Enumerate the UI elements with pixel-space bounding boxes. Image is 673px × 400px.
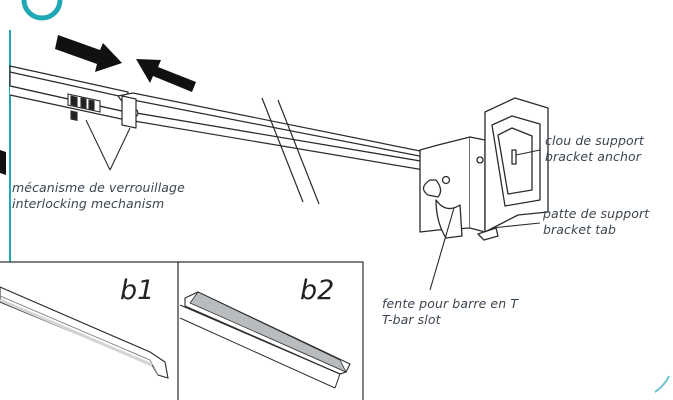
label-slot-en: T-bar slot [382, 312, 441, 327]
label-interlocking-mechanism: mécanisme de verrouillage interlocking m… [12, 180, 185, 212]
label-interlock-fr: mécanisme de verrouillage [12, 180, 185, 195]
leader-lines [85, 119, 541, 291]
interlock-slots [67, 93, 101, 122]
inset-panel-b2 [177, 261, 364, 400]
accent-corner-arc [654, 375, 670, 393]
label-t-bar-slot: fente pour barre en T T-bar slot [382, 296, 518, 328]
inset-panel-b1 [0, 261, 180, 400]
push-arrow-left-icon [136, 59, 196, 92]
bracket [419, 97, 549, 241]
label-slot-fr: fente pour barre en T [382, 296, 519, 311]
break-marks [261, 97, 320, 205]
panel-label-b1: b1 [120, 275, 155, 306]
label-tab-fr: patte de support [543, 206, 650, 221]
push-arrow-right-icon [55, 35, 122, 72]
accent-top-arc [21, 0, 63, 21]
label-anchor-fr: clou de support [545, 133, 644, 148]
label-bracket-tab: patte de support bracket tab [543, 206, 649, 238]
main-rail [9, 65, 129, 121]
label-interlock-en: interlocking mechanism [12, 196, 165, 211]
inner-rail [117, 92, 441, 173]
edge-mark [0, 150, 6, 175]
label-tab-en: bracket tab [543, 222, 617, 237]
label-anchor-en: bracket anchor [545, 149, 641, 164]
label-bracket-anchor: clou de support bracket anchor [545, 133, 644, 165]
panel-label-b2: b2 [300, 275, 335, 306]
